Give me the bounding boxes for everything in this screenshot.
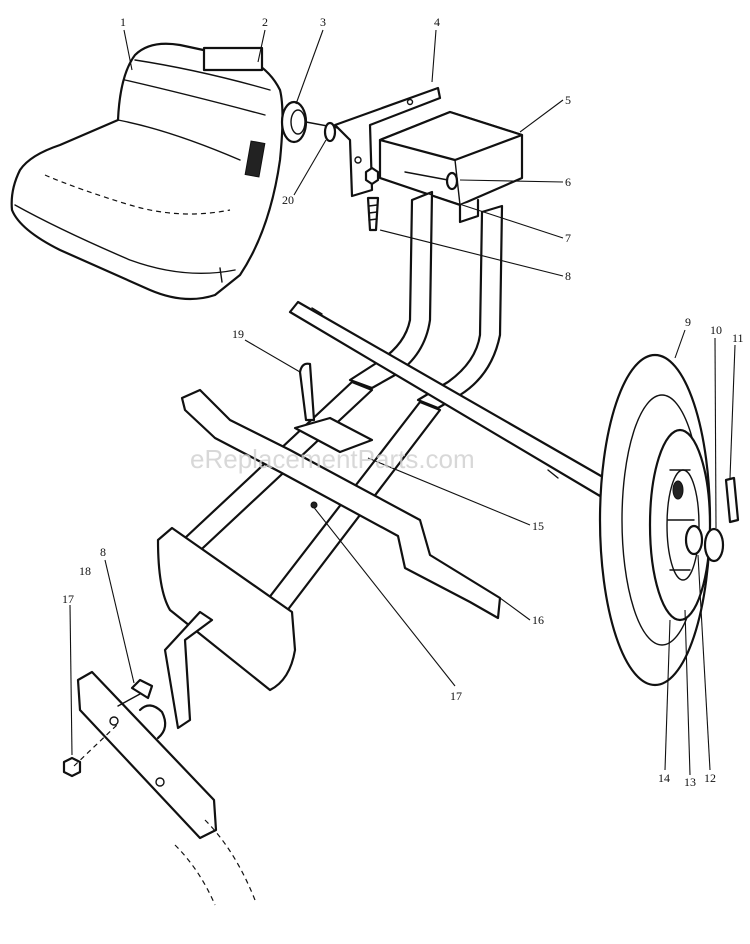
callout-13: 13 <box>684 775 696 789</box>
leader-lines <box>69 29 736 776</box>
screw[interactable] <box>366 196 380 232</box>
hitch-plate[interactable] <box>76 670 218 840</box>
callout-7: 7 <box>565 231 571 245</box>
callout-12: 12 <box>704 771 716 785</box>
u-bolt[interactable] <box>298 362 316 422</box>
cotter-pin[interactable] <box>724 476 740 524</box>
callout-19: 19 <box>232 327 244 341</box>
hitch-rod[interactable] <box>163 610 214 730</box>
bolt[interactable] <box>404 171 459 191</box>
callout-5: 5 <box>565 93 571 107</box>
hitch-nut[interactable] <box>62 756 82 778</box>
wheel-hub[interactable] <box>684 524 704 556</box>
callout-10: 10 <box>710 323 722 337</box>
watermark: eReplacementParts.com <box>190 444 475 474</box>
callout-1: 1 <box>120 15 126 29</box>
callout-4: 4 <box>434 15 440 29</box>
callout-16: 16 <box>532 613 544 627</box>
side-rail[interactable] <box>180 388 502 620</box>
callout-11: 11 <box>732 331 744 345</box>
wheel-washer[interactable] <box>703 527 725 563</box>
wheel[interactable] <box>598 353 712 687</box>
callout-17-center: 17 <box>450 689 462 703</box>
hitch-bolt[interactable] <box>117 678 154 707</box>
nut[interactable] <box>364 166 380 186</box>
callout-17-lower: 17 <box>62 592 74 606</box>
callout-6: 6 <box>565 175 571 189</box>
callout-20: 20 <box>282 193 294 207</box>
callout-8-lower: 8 <box>100 545 106 559</box>
seat-bracket[interactable] <box>333 86 442 198</box>
seat-pivot[interactable] <box>280 100 339 144</box>
washer[interactable] <box>323 121 337 143</box>
seat-support[interactable] <box>378 110 524 224</box>
front-bumper[interactable] <box>156 526 297 692</box>
callout-14: 14 <box>658 771 670 785</box>
frame[interactable] <box>168 190 610 622</box>
seat[interactable] <box>10 42 284 301</box>
callout-9: 9 <box>685 315 691 329</box>
callout-18: 18 <box>79 564 91 578</box>
callout-8-top: 8 <box>565 269 571 283</box>
seat-plate[interactable] <box>202 46 264 72</box>
callout-3: 3 <box>320 15 326 29</box>
callout-15: 15 <box>532 519 544 533</box>
callout-2: 2 <box>262 15 268 29</box>
